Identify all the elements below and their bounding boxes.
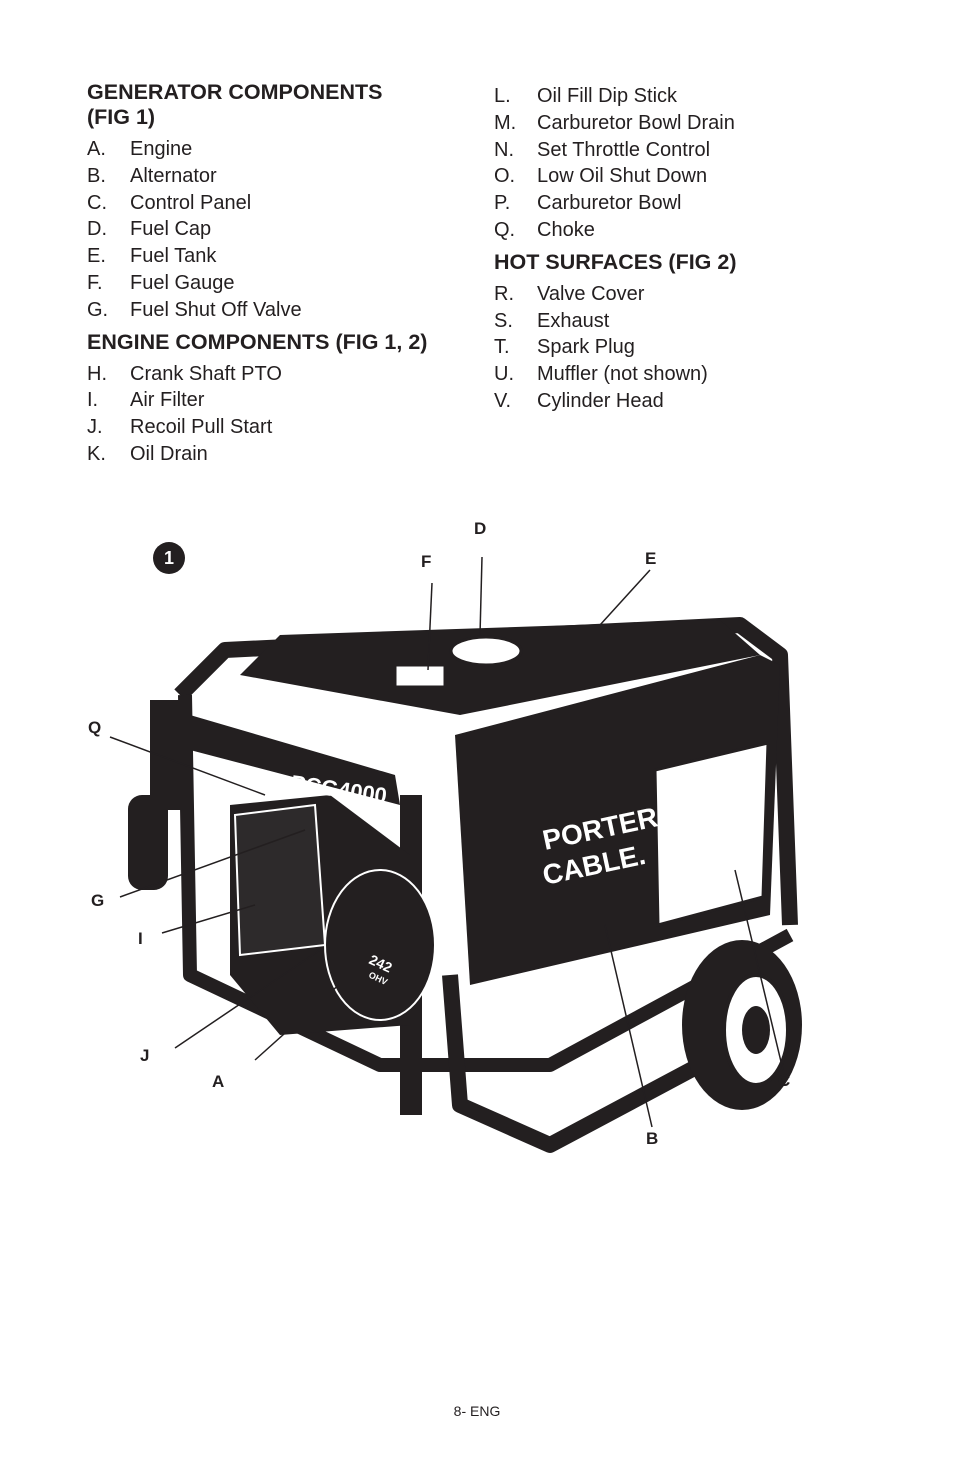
list-item: P.Carburetor Bowl	[494, 192, 682, 215]
callout-e: E	[645, 549, 657, 568]
section-engine-components: ENGINE COMPONENTS (FIG 1, 2) H.Crank Sha…	[87, 330, 477, 468]
callout-g: G	[91, 891, 105, 910]
right-column: L.Oil Fill Dip Stick M.Carburetor Bowl D…	[494, 83, 894, 415]
generator-illustration: PORTER ✚ CABLE. PCG4000 PORTER CABLE. 24…	[109, 556, 802, 1153]
list-item: U.Muffler (not shown)	[494, 363, 708, 386]
list-item: F.Fuel Gauge	[87, 271, 235, 294]
callout-b: B	[646, 1129, 659, 1148]
list-item: T.Spark Plug	[494, 336, 635, 359]
list-item: C.Control Panel	[87, 191, 252, 214]
list-item: O.Low Oil Shut Down	[494, 165, 708, 188]
section-generator-components: GENERATOR COMPONENTS (FIG 1) A.Engine B.…	[87, 80, 477, 324]
callout-c: C	[778, 1071, 791, 1090]
list-item: L.Oil Fill Dip Stick	[494, 85, 678, 107]
page-footer: 8- ENG	[453, 1403, 501, 1419]
list-item: I.Air Filter	[87, 389, 205, 412]
list-item: Q.Choke	[494, 218, 595, 241]
list-item: G.Fuel Shut Off Valve	[87, 298, 302, 321]
section-hot-surfaces: HOT SURFACES (FIG 2) R.Valve Cover S.Exh…	[494, 250, 894, 415]
section-engine-components-cont: L.Oil Fill Dip Stick M.Carburetor Bowl D…	[494, 83, 894, 244]
callout-j: J	[140, 1046, 150, 1065]
list-item: B.Alternator	[87, 164, 217, 187]
component-list: L.Oil Fill Dip Stick M.Carburetor Bowl D…	[494, 83, 894, 244]
list-item: J.Recoil Pull Start	[87, 416, 273, 439]
callout-f: F	[421, 552, 432, 571]
component-list: A.Engine B.Alternator C.Control Panel D.…	[87, 136, 477, 324]
left-column: GENERATOR COMPONENTS (FIG 1) A.Engine B.…	[87, 80, 477, 468]
section-title: ENGINE COMPONENTS (FIG 1, 2)	[87, 329, 428, 354]
list-item: A.Engine	[87, 138, 193, 160]
generator-figure: PORTER ✚ CABLE. PCG4000 PORTER CABLE. 24…	[80, 505, 900, 1185]
list-item: D.Fuel Cap	[87, 218, 212, 241]
component-list: R.Valve Cover S.Exhaust T.Spark Plug U.M…	[494, 281, 894, 415]
brand-top-text: PORTER ✚ CABLE.	[274, 714, 414, 750]
callout-q: Q	[88, 718, 102, 737]
section-title: HOT SURFACES (FIG 2)	[494, 249, 737, 274]
component-list: H.Crank Shaft PTO I.Air Filter J.Recoil …	[87, 361, 477, 468]
figure-number-badge: 1	[153, 542, 185, 574]
callout-a: A	[212, 1072, 225, 1091]
list-item: R.Valve Cover	[494, 282, 645, 305]
list-item: V.Cylinder Head	[494, 389, 664, 412]
list-item: S.Exhaust	[494, 309, 610, 332]
list-item: N.Set Throttle Control	[494, 138, 711, 161]
list-item: E.Fuel Tank	[87, 245, 217, 268]
list-item: H.Crank Shaft PTO	[87, 362, 282, 385]
callout-i: I	[138, 929, 143, 948]
section-title: GENERATOR COMPONENTS (FIG 1)	[87, 80, 383, 129]
list-item: K.Oil Drain	[87, 442, 208, 465]
callout-d: D	[474, 519, 487, 538]
list-item: M.Carburetor Bowl Drain	[494, 111, 735, 134]
